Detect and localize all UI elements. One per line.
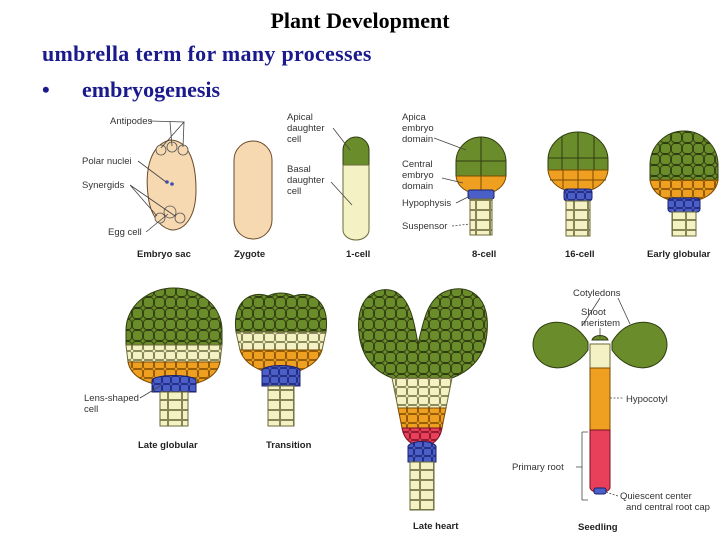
caption-zygote: Zygote (234, 249, 265, 260)
caption-seedling: Seedling (578, 522, 618, 533)
caption-late-globular: Late globular (138, 440, 198, 451)
label-antipodes: Antipodes (110, 116, 153, 127)
label-quiescent-2: and central root cap (626, 502, 710, 513)
zygote-cell (233, 140, 273, 240)
leader-synergids (129, 184, 176, 217)
leader-apical-daughter (332, 127, 351, 151)
label-apical-embryo-3: domain (402, 134, 433, 145)
leader-central-embryo (441, 177, 464, 184)
seedling (532, 321, 668, 495)
label-basal-daughter-2: daughter (287, 175, 325, 186)
label-apical-daughter-3: cell (287, 134, 301, 145)
label-basal-daughter-1: Basal (287, 164, 311, 175)
label-shoot-meristem-2: meristem (581, 318, 620, 329)
bullet-item: • embryogenesis (42, 77, 220, 103)
eight-cell-embryo (455, 136, 507, 236)
label-hypophysis: Hypophysis (402, 198, 451, 209)
caption-1-cell: 1-cell (346, 249, 370, 260)
late-heart-embryo (358, 288, 488, 511)
leader-cotyledons (581, 297, 631, 327)
one-cell-embryo (342, 136, 370, 241)
leader-basal-daughter (330, 181, 353, 206)
label-egg-cell: Egg cell (108, 227, 142, 238)
early-globular-embryo (649, 130, 719, 237)
late-globular-embryo (125, 287, 223, 427)
slide-subtitle: umbrella term for many processes (42, 41, 372, 66)
leader-primary-root (576, 431, 588, 501)
leader-antipodes (149, 120, 185, 149)
leader-hypophysis (455, 195, 471, 204)
label-synergids: Synergids (82, 180, 124, 191)
caption-early-globular: Early globular (647, 249, 711, 260)
label-lens-shaped-2: cell (84, 404, 98, 415)
caption-late-heart: Late heart (413, 521, 459, 532)
sixteen-cell-embryo (547, 131, 609, 237)
label-cotyledons: Cotyledons (573, 288, 621, 299)
label-suspensor: Suspensor (402, 221, 447, 232)
caption-embryo-sac: Embryo sac (137, 249, 191, 260)
label-polar-nuclei: Polar nuclei (82, 156, 132, 167)
embryo-sac (146, 139, 197, 231)
label-apical-embryo-1: Apica (402, 112, 426, 123)
leader-apical-embryo (433, 137, 467, 151)
transition-embryo (235, 292, 327, 427)
label-central-embryo-1: Central (402, 159, 433, 170)
leader-suspensor (451, 223, 471, 227)
caption-transition: Transition (266, 440, 312, 451)
label-primary-root: Primary root (512, 462, 564, 473)
label-lens-shaped-1: Lens-shaped (84, 393, 139, 404)
label-central-embryo-3: domain (402, 181, 433, 192)
leader-quiescent (605, 491, 619, 497)
leader-egg-cell (145, 213, 169, 233)
slide-title: Plant Development (270, 8, 450, 33)
caption-8-cell: 8-cell (472, 249, 496, 260)
label-quiescent-1: Quiescent center (620, 491, 692, 502)
label-apical-daughter-2: daughter (287, 123, 325, 134)
label-apical-daughter-1: Apical (287, 112, 313, 123)
caption-16-cell: 16-cell (565, 249, 595, 260)
label-central-embryo-2: embryo (402, 170, 434, 181)
leader-polar-nuclei (137, 160, 167, 183)
bullet-text: embryogenesis (82, 77, 221, 102)
label-basal-daughter-3: cell (287, 186, 301, 197)
label-shoot-meristem-1: Shoot (581, 307, 606, 318)
bullet-symbol: • (42, 77, 50, 102)
leader-lens-shaped (139, 385, 161, 399)
label-apical-embryo-2: embryo (402, 123, 434, 134)
label-hypocotyl: Hypocotyl (626, 394, 668, 405)
